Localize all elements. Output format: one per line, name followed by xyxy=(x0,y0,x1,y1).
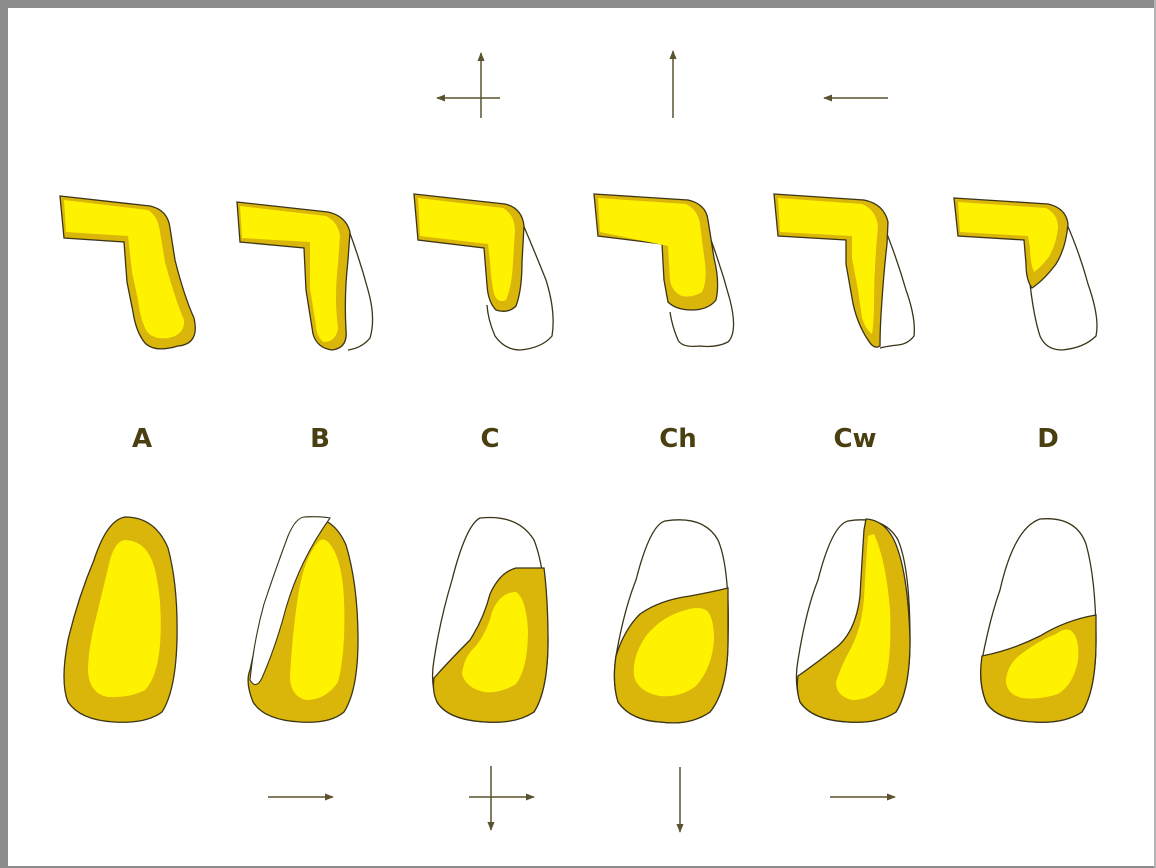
section-cw xyxy=(796,519,910,722)
profile-a xyxy=(60,196,195,349)
profile-ch xyxy=(594,194,734,347)
profile-d xyxy=(954,198,1097,350)
cross-arrow-right-down-icon xyxy=(469,766,534,830)
arrow-group-top xyxy=(437,51,888,118)
label-row: A B C Ch Cw D xyxy=(132,424,1059,454)
section-d xyxy=(981,519,1096,723)
profile-b xyxy=(237,202,373,350)
arrow-group-bottom xyxy=(268,766,895,832)
label-d: D xyxy=(1037,424,1059,454)
label-a: A xyxy=(132,424,152,454)
section-a xyxy=(64,517,177,722)
cross-arrow-left-up-icon xyxy=(437,53,500,118)
profile-cw xyxy=(774,194,914,348)
label-c: C xyxy=(480,424,499,454)
profile-c xyxy=(414,194,553,350)
section-ch xyxy=(614,520,728,723)
section-b xyxy=(248,517,358,723)
label-cw: Cw xyxy=(833,424,876,454)
section-c xyxy=(433,517,548,722)
label-b: B xyxy=(310,424,330,454)
label-ch: Ch xyxy=(659,424,697,454)
